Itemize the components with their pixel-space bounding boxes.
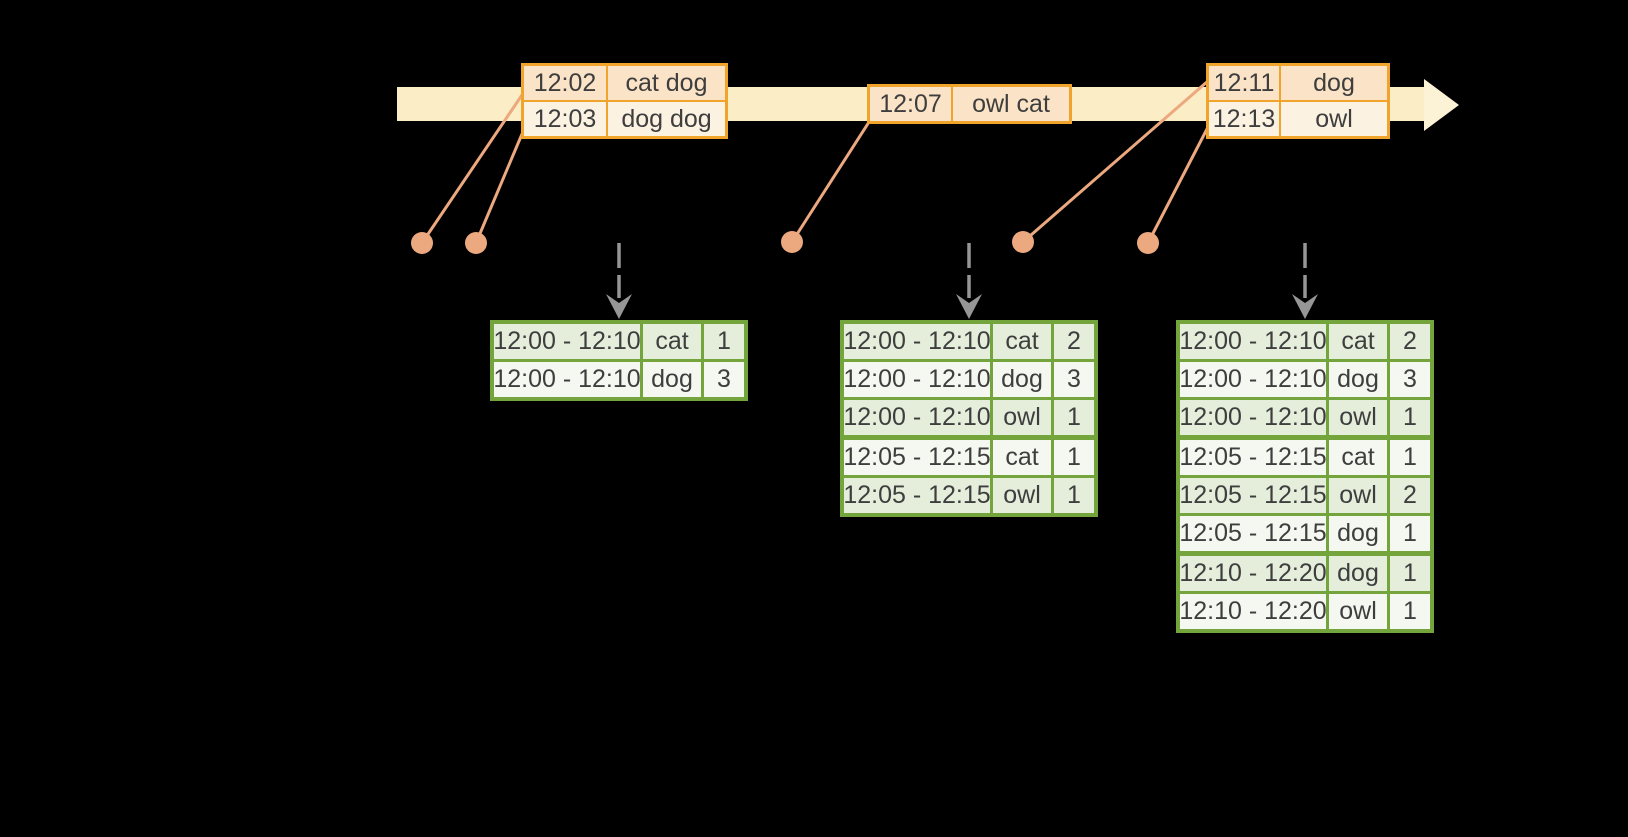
result-count-cell: 3 (1054, 362, 1094, 397)
connector-line (790, 120, 871, 244)
event-row: 12:13 owl (1209, 102, 1387, 136)
result-table-1: 12:00 - 12:10 cat 1 12:00 - 12:10 dog 3 (490, 320, 748, 401)
timeline-arrowhead-icon (1424, 79, 1459, 131)
result-window-cell: 12:05 - 12:15 (1179, 478, 1327, 513)
result-row: 12:00 - 12:10 dog 3 (1179, 362, 1430, 397)
event-dot-icon (1137, 232, 1159, 254)
event-time-cell: 12:11 (1209, 66, 1279, 100)
result-word-cell: dog (1329, 556, 1387, 591)
result-row: 12:00 - 12:10 cat 2 (1179, 324, 1430, 359)
event-dot-icon (781, 231, 803, 253)
event-time-cell: 12:13 (1209, 102, 1279, 136)
result-word-cell: cat (643, 324, 701, 359)
arrow-down-icon (956, 294, 982, 319)
result-row: 12:05 - 12:15 owl 2 (1179, 478, 1430, 513)
event-time-cell: 12:03 (524, 102, 606, 136)
result-window-cell: 12:10 - 12:20 (1179, 594, 1327, 629)
trigger-arrows (606, 243, 1318, 319)
result-window-cell: 12:00 - 12:10 (493, 324, 641, 359)
result-word-cell: cat (1329, 440, 1387, 475)
result-word-cell: dog (993, 362, 1051, 397)
result-count-cell: 1 (1390, 516, 1430, 551)
result-window-cell: 12:00 - 12:10 (1179, 400, 1327, 435)
result-table-3: 12:00 - 12:10 cat 2 12:00 - 12:10 dog 3 … (1176, 320, 1434, 633)
arrow-down-icon (606, 294, 632, 319)
connector-line (1021, 79, 1210, 244)
event-table-2: 12:07 owl cat (867, 84, 1072, 124)
event-dot-icon (465, 232, 487, 254)
result-count-cell: 1 (1054, 478, 1094, 513)
result-count-cell: 2 (1390, 324, 1430, 359)
result-count-cell: 1 (1390, 440, 1430, 475)
result-count-cell: 1 (1390, 594, 1430, 629)
result-count-cell: 1 (1054, 400, 1094, 435)
result-count-cell: 1 (1054, 440, 1094, 475)
event-row: 12:03 dog dog (524, 102, 725, 136)
event-row: 12:07 owl cat (870, 87, 1069, 121)
result-window-cell: 12:00 - 12:10 (843, 362, 991, 397)
event-words-cell: owl (1281, 102, 1387, 136)
result-table-2: 12:00 - 12:10 cat 2 12:00 - 12:10 dog 3 … (840, 320, 1098, 517)
result-row: 12:05 - 12:15 cat 1 (1179, 440, 1430, 475)
event-time-cell: 12:02 (524, 66, 606, 100)
event-dot-icon (411, 232, 433, 254)
result-count-cell: 2 (1390, 478, 1430, 513)
result-word-cell: dog (1329, 362, 1387, 397)
event-row: 12:02 cat dog (524, 66, 725, 100)
result-count-cell: 3 (704, 362, 744, 397)
result-row: 12:00 - 12:10 cat 1 (493, 324, 744, 359)
result-row: 12:05 - 12:15 owl 1 (843, 478, 1094, 513)
result-row: 12:10 - 12:20 dog 1 (1179, 556, 1430, 591)
result-window-cell: 12:05 - 12:15 (1179, 516, 1327, 551)
result-row: 12:05 - 12:15 dog 1 (1179, 516, 1430, 551)
result-word-cell: dog (643, 362, 701, 397)
result-word-cell: owl (1329, 400, 1387, 435)
result-word-cell: cat (993, 324, 1051, 359)
result-window-cell: 12:00 - 12:10 (493, 362, 641, 397)
result-count-cell: 1 (1390, 400, 1430, 435)
result-window-cell: 12:10 - 12:20 (1179, 556, 1327, 591)
arrow-down-icon (1292, 294, 1318, 319)
result-count-cell: 2 (1054, 324, 1094, 359)
result-row: 12:00 - 12:10 dog 3 (493, 362, 744, 397)
result-row: 12:00 - 12:10 cat 2 (843, 324, 1094, 359)
connector-line (420, 90, 526, 245)
result-row: 12:00 - 12:10 owl 1 (843, 400, 1094, 435)
result-word-cell: owl (993, 478, 1051, 513)
connector-line (474, 132, 524, 245)
event-table-3: 12:11 dog 12:13 owl (1206, 63, 1390, 139)
result-window-cell: 12:00 - 12:10 (843, 400, 991, 435)
result-row: 12:00 - 12:10 owl 1 (1179, 400, 1430, 435)
event-words-cell: owl cat (953, 87, 1069, 121)
result-row: 12:00 - 12:10 dog 3 (843, 362, 1094, 397)
result-window-cell: 12:00 - 12:10 (843, 324, 991, 359)
result-count-cell: 1 (1390, 556, 1430, 591)
event-words-cell: dog dog (608, 102, 725, 136)
connector-lines (420, 79, 1210, 245)
event-words-cell: dog (1281, 66, 1387, 100)
event-dot-icon (1012, 231, 1034, 253)
result-row: 12:10 - 12:20 owl 1 (1179, 594, 1430, 629)
result-window-cell: 12:00 - 12:10 (1179, 362, 1327, 397)
result-word-cell: owl (993, 400, 1051, 435)
event-markers (411, 231, 1159, 254)
event-table-1: 12:02 cat dog 12:03 dog dog (521, 63, 728, 139)
result-window-cell: 12:05 - 12:15 (843, 478, 991, 513)
result-window-cell: 12:05 - 12:15 (843, 440, 991, 475)
result-word-cell: cat (1329, 324, 1387, 359)
result-window-cell: 12:05 - 12:15 (1179, 440, 1327, 475)
result-word-cell: owl (1329, 478, 1387, 513)
event-row: 12:11 dog (1209, 66, 1387, 100)
result-word-cell: dog (1329, 516, 1387, 551)
result-window-cell: 12:00 - 12:10 (1179, 324, 1327, 359)
event-time-cell: 12:07 (870, 87, 951, 121)
result-word-cell: cat (993, 440, 1051, 475)
result-row: 12:05 - 12:15 cat 1 (843, 440, 1094, 475)
connector-line (1146, 125, 1210, 245)
result-word-cell: owl (1329, 594, 1387, 629)
event-words-cell: cat dog (608, 66, 725, 100)
result-count-cell: 1 (704, 324, 744, 359)
result-count-cell: 3 (1390, 362, 1430, 397)
